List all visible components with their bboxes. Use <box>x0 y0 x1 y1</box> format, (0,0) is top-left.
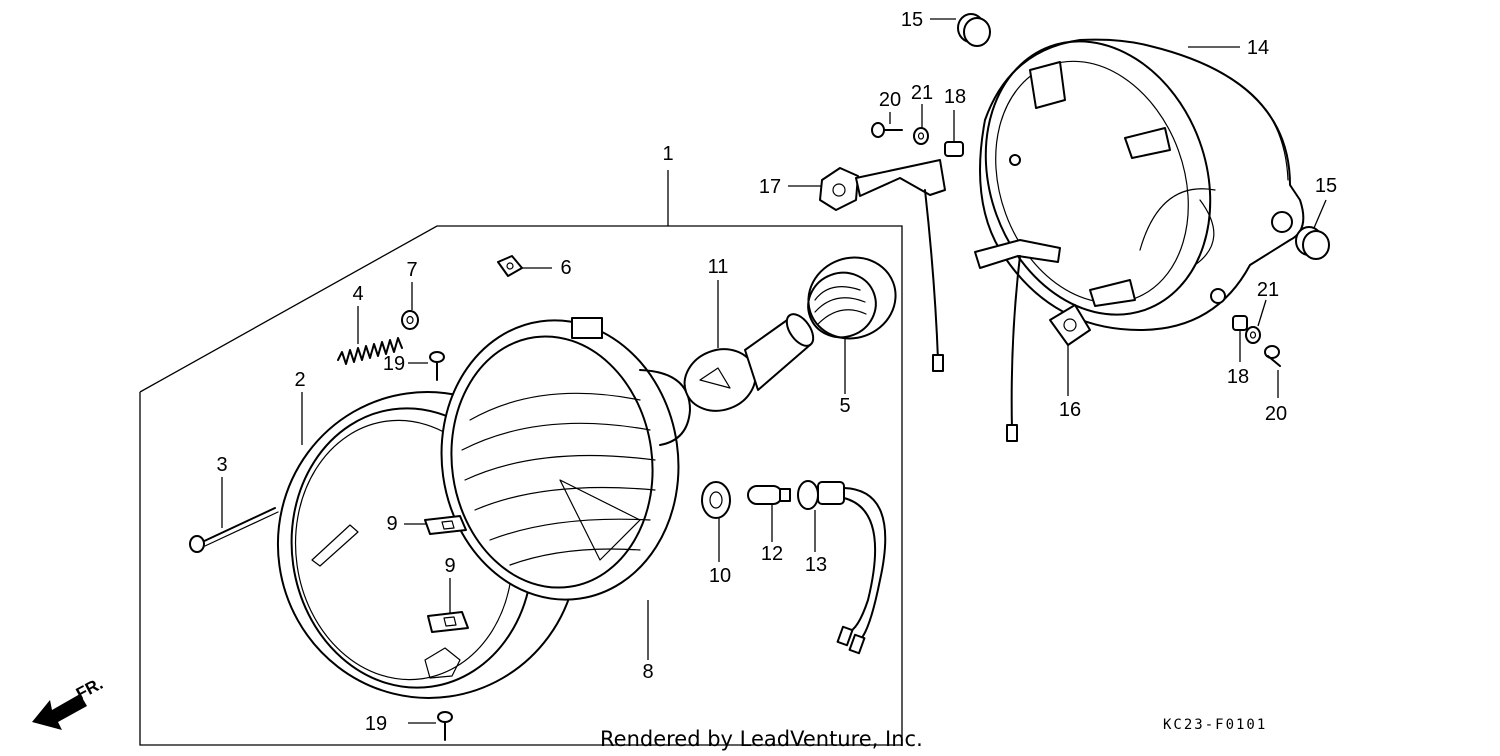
rim-clip-upper <box>424 515 467 535</box>
bolt-right <box>1264 345 1281 367</box>
part-number-labels: 1 2 3 4 5 6 7 8 9 9 10 11 12 13 14 15 15… <box>216 9 1337 735</box>
label-6: 6 <box>560 257 571 279</box>
leader-lines <box>221 18 1327 724</box>
headlight-bulb <box>683 313 815 412</box>
label-3: 3 <box>216 454 227 476</box>
front-direction-indicator: FR. <box>32 674 106 730</box>
label-15-right: 15 <box>1315 175 1337 197</box>
label-9-upper: 9 <box>386 513 397 535</box>
label-11: 11 <box>708 256 729 278</box>
case-bracket-lower <box>974 239 1091 442</box>
spacer-right <box>1295 226 1330 260</box>
label-4: 4 <box>352 283 363 305</box>
headlight-unit <box>440 317 691 601</box>
watermark: Rendered by LeadVenture, Inc. <box>600 727 923 751</box>
washer <box>401 310 419 330</box>
label-7: 7 <box>406 259 417 281</box>
label-8: 8 <box>642 661 653 683</box>
assembly-outline <box>139 170 903 746</box>
spacer-upper <box>957 13 991 47</box>
collar-upper <box>944 141 964 157</box>
rim-clip-lower <box>427 611 469 633</box>
diagram-code: KC23-F0101 <box>1163 717 1267 733</box>
label-12: 12 <box>761 543 783 565</box>
position-light-grommet <box>701 481 731 519</box>
spring <box>337 337 403 365</box>
label-18-upper: 18 <box>944 86 966 108</box>
case-bracket-upper <box>819 159 946 372</box>
label-5: 5 <box>839 395 850 417</box>
label-2: 2 <box>294 369 305 391</box>
bolt-upper <box>871 122 903 138</box>
label-21-right: 21 <box>1257 279 1279 301</box>
label-16: 16 <box>1059 399 1081 421</box>
collar-right <box>1232 315 1248 331</box>
label-15-upper: 15 <box>901 9 923 31</box>
label-10: 10 <box>709 565 731 587</box>
washer-right <box>1245 326 1261 344</box>
position-light-bulb <box>747 485 791 505</box>
label-19-lower: 19 <box>365 713 387 735</box>
label-20-upper: 20 <box>879 89 901 111</box>
label-20-right: 20 <box>1265 403 1287 425</box>
label-14: 14 <box>1247 37 1269 59</box>
label-13: 13 <box>805 554 827 576</box>
nut-clip <box>497 255 523 277</box>
label-18-right: 18 <box>1227 366 1249 388</box>
adjusting-screw <box>189 507 279 553</box>
label-1: 1 <box>662 143 673 165</box>
front-arrow-icon <box>32 694 87 730</box>
label-19-upper: 19 <box>383 353 405 375</box>
headlight-case <box>979 38 1305 331</box>
label-21-upper: 21 <box>911 82 933 104</box>
position-light-socket <box>797 480 887 655</box>
bulb-socket-cover <box>807 256 897 340</box>
screw-lower <box>437 711 453 741</box>
label-17: 17 <box>759 176 781 198</box>
washer-upper <box>913 127 929 145</box>
label-9-lower: 9 <box>444 555 455 577</box>
screw-upper <box>429 351 445 381</box>
